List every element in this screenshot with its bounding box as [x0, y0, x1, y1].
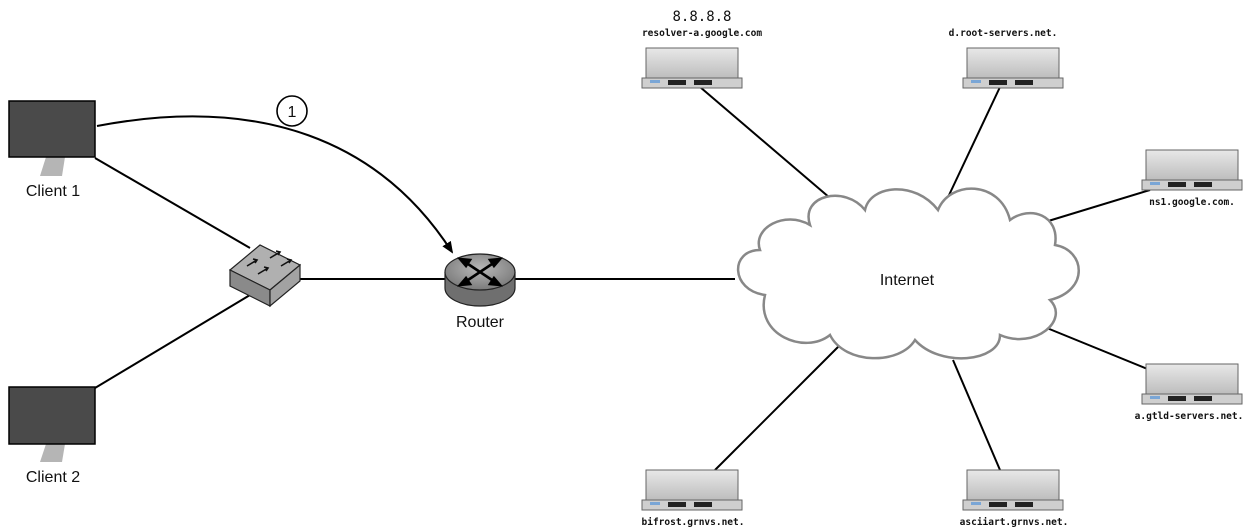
- step-marker-label: 1: [288, 104, 297, 121]
- connections: [94, 86, 1151, 471]
- server-bifrost: bifrost.grnvs.net.: [641, 469, 745, 528]
- server-label: bifrost.grnvs.net.: [642, 517, 745, 528]
- link-client2-switch: [94, 294, 251, 389]
- internet-label: Internet: [880, 272, 935, 289]
- monitor-icon: [8, 100, 96, 158]
- server-icon: [1141, 149, 1243, 191]
- router: Router: [444, 253, 516, 331]
- server-label: resolver-a.google.com: [642, 28, 762, 39]
- server-icon: [641, 469, 743, 511]
- link-asciiart-internet: [952, 359, 1001, 471]
- link-bifrost-internet: [714, 344, 841, 471]
- server-icon: [641, 47, 743, 89]
- server-ip-label: 8.8.8.8: [672, 9, 731, 25]
- server-label: asciiart.grnvs.net.: [960, 517, 1069, 528]
- step-marker: 1: [276, 95, 308, 127]
- server-ns1: ns1.google.com.: [1141, 149, 1243, 208]
- link-rootserver-internet: [941, 86, 1001, 211]
- client-1-label: Client 1: [26, 183, 80, 200]
- server-root: d.root-servers.net.: [949, 28, 1064, 89]
- client-1: Client 1: [8, 100, 96, 200]
- client-2: Client 2: [8, 386, 96, 486]
- server-label: a.gtld-servers.net.: [1135, 411, 1244, 422]
- server-icon: [962, 47, 1064, 89]
- internet-cloud: Internet: [736, 187, 1080, 360]
- link-gtld-internet: [1041, 325, 1151, 371]
- server-asciiart: asciiart.grnvs.net.: [960, 469, 1069, 528]
- client-2-label: Client 2: [26, 469, 80, 486]
- server-gtld: a.gtld-servers.net.: [1135, 363, 1244, 422]
- server-label: ns1.google.com.: [1149, 197, 1235, 208]
- switch-icon: [228, 244, 302, 308]
- monitor-stand-icon: [40, 444, 65, 462]
- link-ns1-internet: [1044, 189, 1151, 223]
- link-resolver-internet: [699, 86, 831, 199]
- server-icon: [1141, 363, 1243, 405]
- monitor-stand-icon: [40, 157, 65, 176]
- link-client1-switch: [94, 157, 251, 249]
- server-label: d.root-servers.net.: [949, 28, 1058, 39]
- monitor-icon: [8, 386, 96, 445]
- router-label: Router: [456, 314, 505, 331]
- query-arrow: [96, 115, 454, 254]
- cloud-icon: [736, 187, 1080, 360]
- server-icon: [962, 469, 1064, 511]
- server-resolver: 8.8.8.8 resolver-a.google.com: [641, 9, 762, 89]
